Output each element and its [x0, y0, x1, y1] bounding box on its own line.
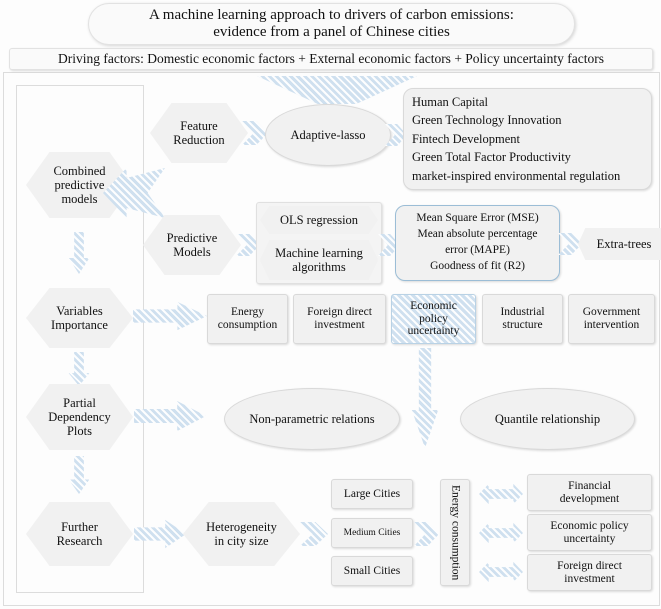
feature-reduction-l1: Feature [180, 119, 218, 133]
outcome-0-l1: Financial [568, 479, 611, 492]
variable-4-l1: Government [582, 306, 641, 319]
heterogeneity-l2: in city size [214, 534, 269, 548]
variable-4-l2: intervention [583, 319, 640, 331]
stage-label-1-l2: Importance [51, 318, 108, 332]
ols-regression-hexagon[interactable]: OLS regression [260, 206, 378, 234]
outcome-foreign-direct-investment[interactable]: Foreign direct investment [527, 554, 652, 591]
stage-variables-importance[interactable]: Variables Importance [26, 288, 133, 348]
page-title: A machine learning approach to drivers o… [88, 3, 575, 45]
city-size-small[interactable]: Small Cities [331, 556, 413, 586]
feature-outputs-box: Human Capital Green Technology Innovatio… [403, 88, 652, 190]
page-title-line1: A machine learning approach to drivers o… [149, 7, 514, 24]
energy-consumption-vertical-label: Energy consumption [449, 484, 462, 581]
machine-learning-l2: algorithms [292, 260, 346, 274]
quantile-relationship-ellipse[interactable]: Quantile relationship [460, 388, 635, 450]
feature-output-4: market-inspired environmental regulation [412, 168, 621, 183]
variable-government-intervention[interactable]: Government intervention [568, 294, 655, 344]
outer-frame [3, 72, 660, 606]
feature-reduction-l2: Reduction [173, 133, 225, 147]
metric-2: error (MAPE) [445, 244, 510, 256]
stage-partial-dependency-plots[interactable]: Partial Dependency Plots [26, 384, 133, 450]
stage-label-0-l2: predictive [54, 178, 105, 192]
variable-0-l1: Energy [230, 306, 264, 319]
machine-learning-hexagon[interactable]: Machine learning algorithms [260, 240, 378, 280]
lasso-to-outputs-arrow [385, 124, 407, 146]
outcome-1-l2: uncertainty [563, 532, 616, 545]
heterogeneity-l1: Heterogeneity [206, 520, 277, 534]
outcome-economic-policy-uncertainty[interactable]: Economic policy uncertainty [527, 514, 652, 551]
stage-label-2-l2: Dependency [48, 410, 111, 424]
predictive-to-methods-arrow [236, 234, 260, 256]
variable-economic-policy-uncertainty[interactable]: Economic policy uncertainty [391, 294, 476, 344]
extra-trees-hexagon[interactable]: Extra-trees [578, 228, 661, 260]
feature-output-2: Fintech Development [412, 131, 520, 146]
stage-label-1-l1: Variables [56, 304, 103, 318]
variable-industrial-structure[interactable]: Industrial structure [482, 294, 563, 344]
metric-0: Mean Square Error (MSE) [416, 212, 539, 225]
stage-label-3-l2: Research [56, 534, 103, 548]
extra-trees-label: Extra-trees [596, 237, 652, 251]
stage-label-3-l1: Further [61, 520, 98, 534]
feature-reduction-hexagon[interactable]: Feature Reduction [150, 103, 248, 163]
machine-learning-l1: Machine learning [275, 246, 363, 260]
stage-label-2-l1: Partial [63, 396, 96, 410]
outcome-1-l1: Economic policy [550, 519, 629, 532]
predictive-models-hexagon[interactable]: Predictive Models [143, 215, 241, 275]
page-title-line2: evidence from a panel of Chinese cities [213, 24, 450, 40]
variable-2-l1: Economic [410, 299, 457, 312]
non-parametric-relations-ellipse[interactable]: Non-parametric relations [224, 388, 400, 450]
heterogeneity-hexagon[interactable]: Heterogeneity in city size [183, 502, 300, 566]
energy-consumption-vertical-box[interactable]: Energy consumption [440, 479, 470, 586]
metrics-box: Mean Square Error (MSE) Mean absolute pe… [395, 205, 560, 281]
stage-label-0-l1: Combined [53, 164, 106, 178]
methods-to-metrics-arrow [378, 234, 400, 256]
feature-output-1: Green Technology Innovation [412, 113, 562, 128]
driving-factors-text: Driving factors: Domestic economic facto… [57, 51, 605, 67]
stage-label-2-l3: Plots [66, 424, 92, 438]
adaptive-lasso-ellipse[interactable]: Adaptive-lasso [265, 104, 391, 166]
metric-3: Goodness of fit (R2) [430, 259, 525, 272]
metric-1: Mean absolute percentage [417, 228, 538, 241]
variable-2-l3: uncertainty [407, 325, 460, 338]
adaptive-lasso-label: Adaptive-lasso [290, 128, 366, 142]
ols-regression-label: OLS regression [279, 213, 359, 227]
variable-0-l2: consumption [217, 319, 278, 331]
driving-factors-banner: Driving factors: Domestic economic facto… [9, 48, 653, 70]
metrics-to-extratrees-arrow [558, 233, 582, 255]
feature-output-3: Green Total Factor Productivity [412, 150, 571, 165]
city-size-large[interactable]: Large Cities [331, 479, 413, 509]
variable-2-l2: policy [419, 312, 448, 325]
city-size-1: Medium Cities [343, 527, 401, 538]
outcome-financial-development[interactable]: Financial development [527, 474, 652, 511]
quantile-label: Quantile relationship [494, 412, 601, 426]
feature-output-0: Human Capital [412, 94, 489, 109]
variable-3-l2: structure [502, 319, 543, 331]
variable-foreign-direct-investment[interactable]: Foreign direct investment [293, 294, 386, 344]
city-size-0: Large Cities [343, 487, 401, 500]
variable-1-l1: Foreign direct [307, 306, 372, 319]
predictive-models-l2: Models [173, 245, 211, 259]
outcome-2-l1: Foreign direct [557, 559, 622, 572]
outcome-2-l2: investment [564, 572, 615, 585]
stage-column-frame [16, 85, 144, 593]
city-size-medium[interactable]: Medium Cities [331, 518, 413, 548]
stage-label-0-l3: models [61, 192, 98, 206]
variable-energy-consumption[interactable]: Energy consumption [207, 294, 288, 344]
predictive-models-l1: Predictive [166, 231, 218, 245]
variable-3-l1: Industrial [500, 306, 545, 319]
non-parametric-label: Non-parametric relations [249, 412, 375, 426]
stage-further-research[interactable]: Further Research [26, 502, 133, 566]
city-size-2: Small Cities [343, 564, 401, 577]
variable-1-l2: investment [314, 319, 365, 331]
outcome-0-l2: development [559, 492, 620, 505]
